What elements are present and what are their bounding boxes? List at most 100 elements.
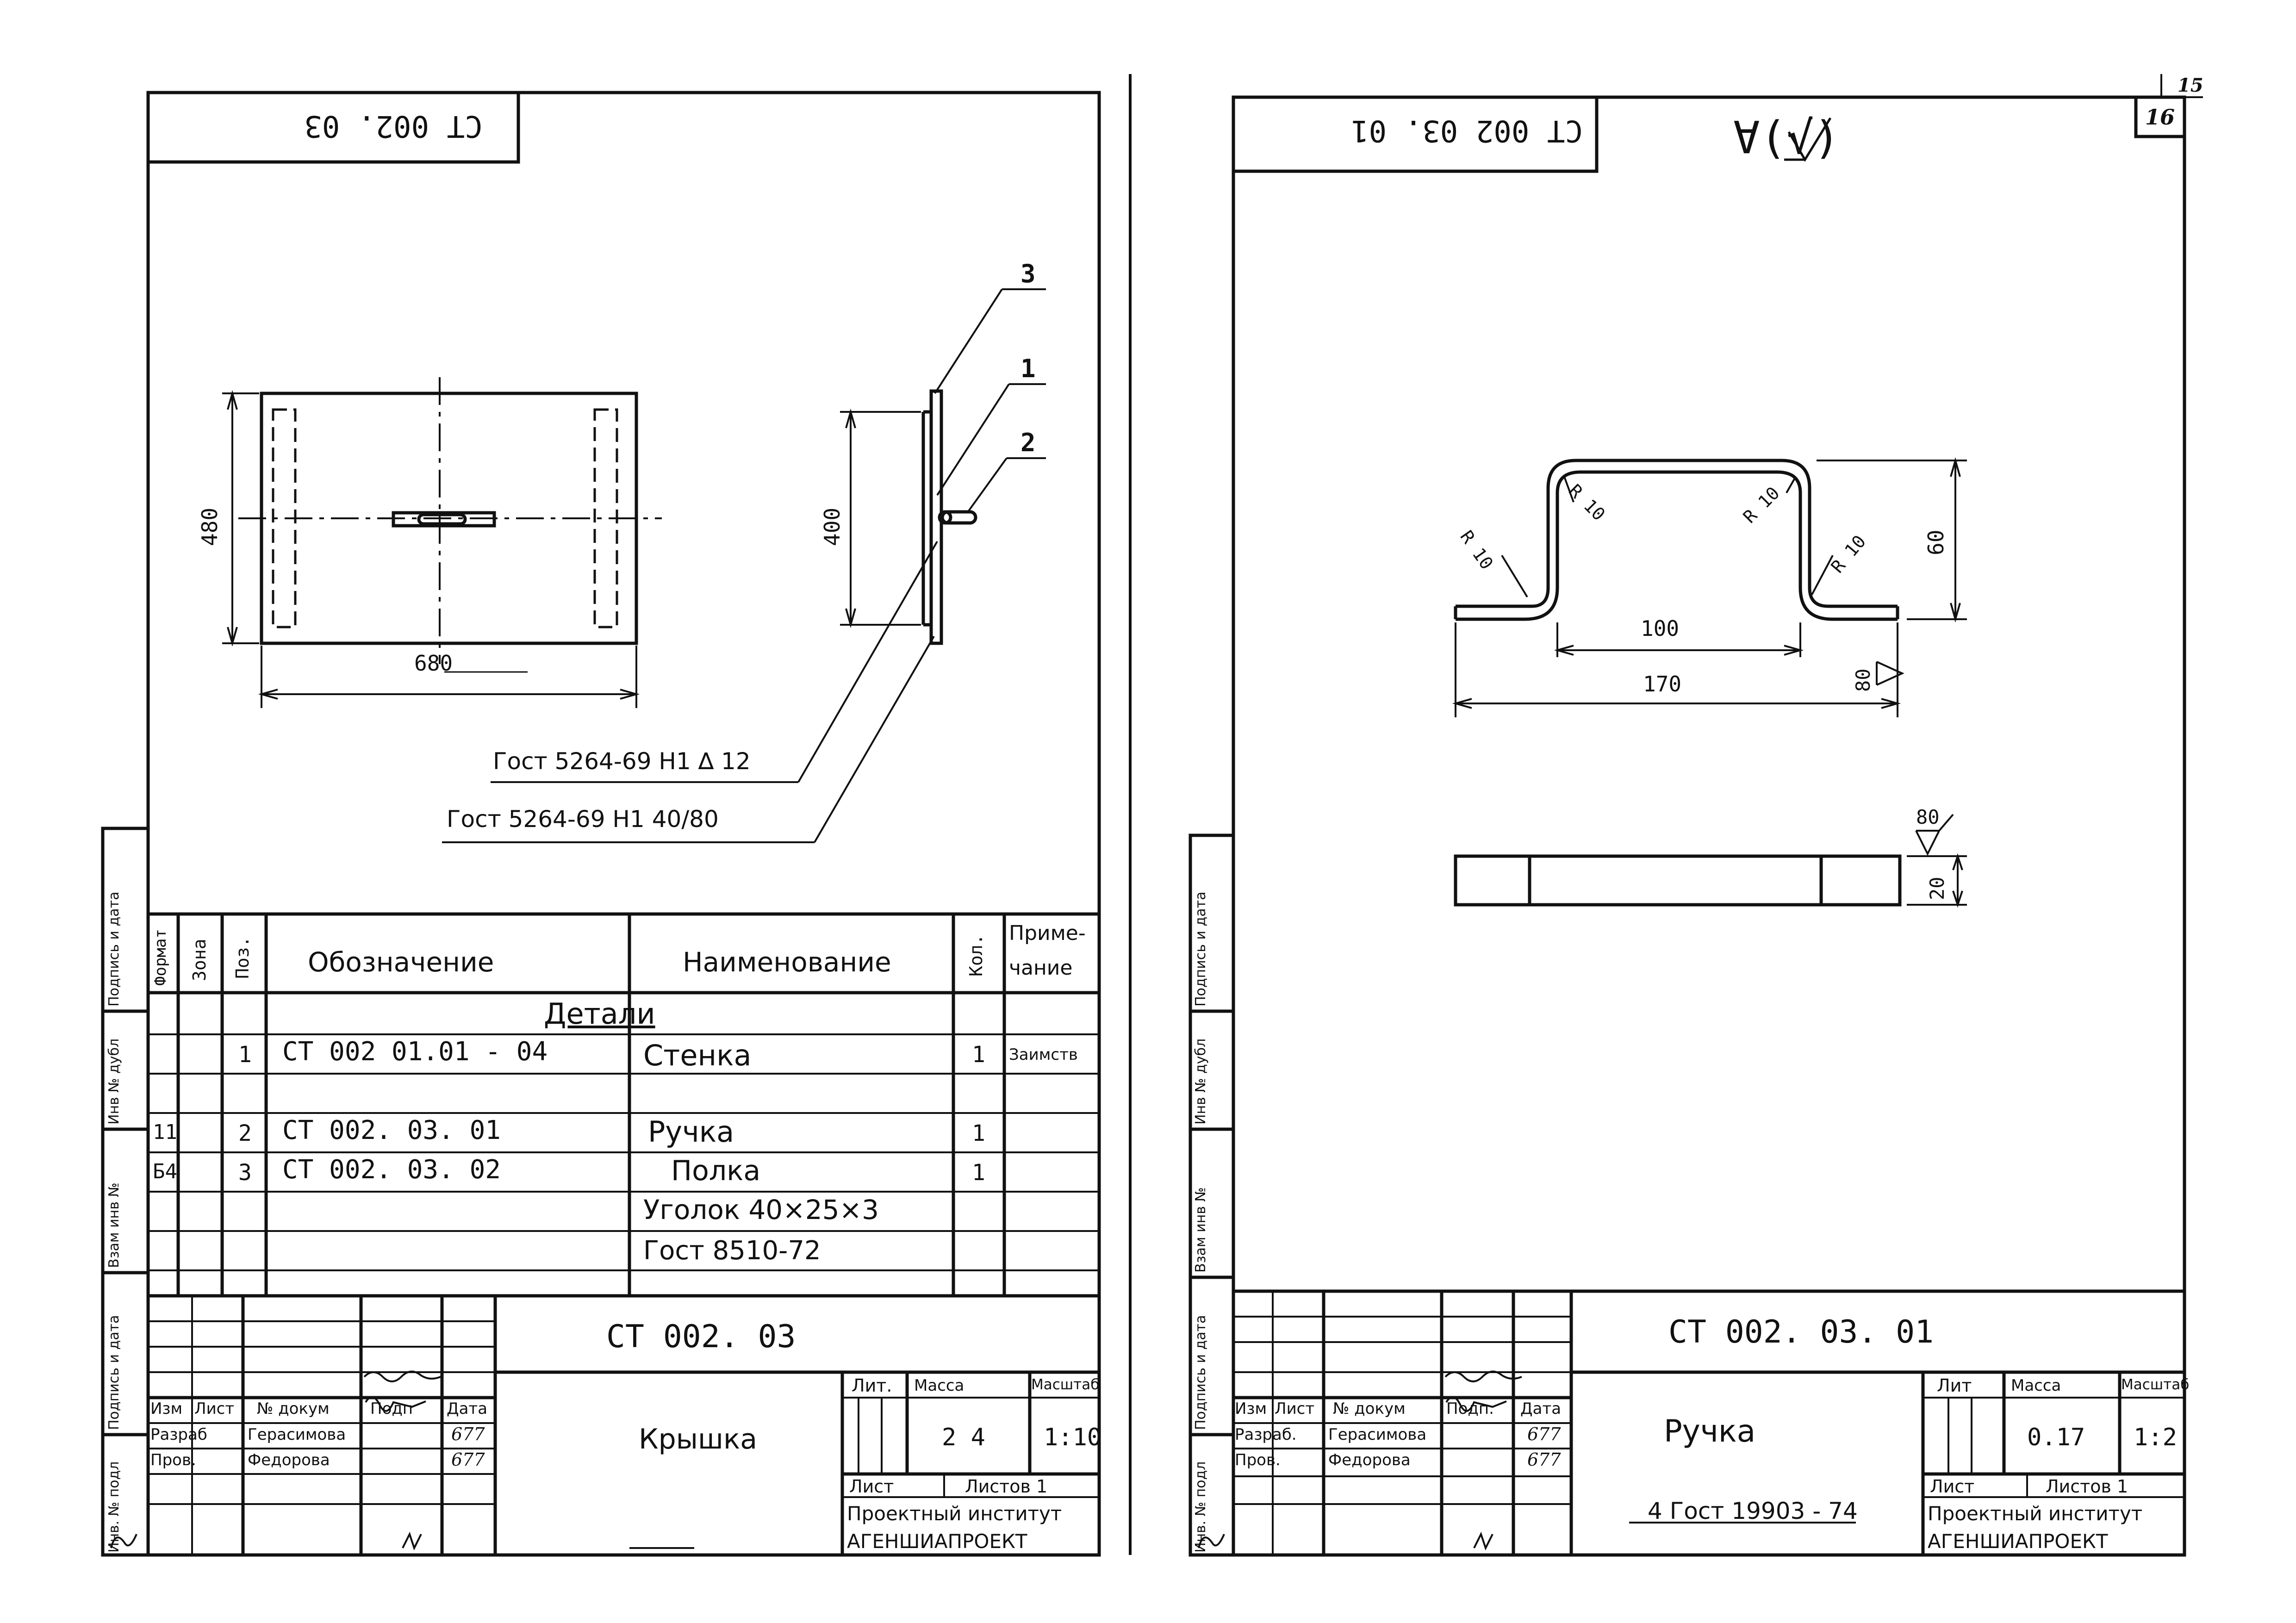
- left-org-2: АГЕНШИАПРОЕКТ: [847, 1530, 1027, 1553]
- dim-100: 100: [1641, 616, 1680, 641]
- left-masshtab: Масштаб: [1031, 1376, 1100, 1393]
- left-razrab-name: Герасимова: [248, 1425, 346, 1444]
- right-masshtab: Масштаб: [2121, 1376, 2190, 1393]
- right-rotated-code: СТ 002 03. 01: [1351, 113, 1583, 148]
- right-stamp-podpis-1: Подпись и дата: [1193, 1315, 1209, 1430]
- left-rotated-code: СТ 002. 03: [304, 109, 483, 143]
- spec-header-qty: Кол.: [966, 934, 986, 976]
- row4-format: Б4: [153, 1160, 177, 1183]
- spec-section-title: Детали: [544, 997, 655, 1031]
- dim-170: 170: [1643, 672, 1682, 696]
- left-massa-value: 2 4: [942, 1424, 985, 1451]
- dim-480: 480: [197, 507, 222, 546]
- right-massa: Масса: [2011, 1376, 2061, 1395]
- right-prov-date: 677: [1527, 1449, 1561, 1470]
- right-prov-name: Федорова: [1328, 1451, 1411, 1469]
- right-stamp-dubl: Инв № дубл: [1193, 1038, 1209, 1125]
- left-col-data: Дата: [447, 1399, 488, 1418]
- left-sheet: Лист: [849, 1476, 894, 1497]
- spec-header-pos: Поз.: [232, 936, 253, 979]
- right-col-data: Дата: [1520, 1399, 1562, 1418]
- left-col-izm: Изм: [150, 1399, 183, 1418]
- rough-80-b: 80: [1916, 806, 1940, 828]
- row3-pos: 2: [238, 1120, 252, 1146]
- dim-20: 20: [1926, 877, 1948, 900]
- right-razrab-name: Герасимова: [1328, 1425, 1427, 1444]
- left-prov-date: 677: [451, 1449, 485, 1470]
- left-scale-value: 1:10: [1044, 1424, 1102, 1451]
- right-material: 4 Гост 19903 - 74: [1648, 1498, 1858, 1524]
- left-stamp-vzam: Взам инв №: [106, 1182, 122, 1268]
- right-col-podp: Подп.: [1446, 1399, 1494, 1418]
- row6-name: Гост 8510-72: [643, 1236, 821, 1266]
- left-callout-2: 2: [1020, 428, 1036, 457]
- row4-pos: 3: [238, 1160, 252, 1186]
- row4-qty: 1: [972, 1160, 985, 1186]
- roughness-mark: ∀(√): [1733, 112, 1841, 164]
- left-callout-1: 1: [1020, 354, 1036, 383]
- right-stamp-podpis-2: Подпись и дата: [1193, 891, 1209, 1007]
- left-col-list: Лист: [194, 1399, 235, 1418]
- spec-header-zone: Зона: [189, 939, 210, 981]
- row4-name: Полка: [671, 1155, 761, 1187]
- row5-name: Уголок 40×25×3: [643, 1194, 879, 1225]
- right-org-1: Проектный институт: [1928, 1502, 2143, 1525]
- row3-designation: СТ 002. 03. 01: [282, 1115, 501, 1145]
- spec-header-format: Формат: [151, 929, 170, 986]
- row3-format: 11: [153, 1120, 177, 1144]
- gost-note-1: Гост 5264-69 Н1 ∆ 12: [493, 748, 751, 775]
- right-stamp-inv-podl: Инв. № подл: [1193, 1461, 1209, 1553]
- row1-note: Заимств: [1009, 1045, 1078, 1064]
- right-razrab-date: 677: [1527, 1424, 1561, 1444]
- left-org-1: Проектный институт: [847, 1502, 1062, 1525]
- spec-header-note-2: чание: [1009, 956, 1073, 980]
- row1-qty: 1: [972, 1042, 985, 1068]
- right-massa-value: 0.17: [2027, 1424, 2085, 1451]
- left-prov-name: Федорова: [248, 1451, 330, 1469]
- left-title-code: СТ 002. 03: [606, 1318, 796, 1355]
- left-stamp-podpis-1: Подпись и дата: [106, 1315, 122, 1430]
- right-lit: Лит: [1937, 1375, 1972, 1396]
- right-prov-label: Пров.: [1235, 1451, 1281, 1469]
- rough-80-a: 80: [1852, 668, 1874, 692]
- right-sheet: Лист: [1930, 1476, 1975, 1497]
- left-stamp-podpis-2: Подпись и дата: [106, 891, 122, 1007]
- left-title-name: Крышка: [639, 1423, 757, 1455]
- left-massa: Масса: [914, 1376, 964, 1395]
- row4-designation: СТ 002. 03. 02: [282, 1155, 501, 1185]
- right-col-list: Лист: [1275, 1399, 1315, 1418]
- left-sheets: Листов 1: [965, 1476, 1048, 1497]
- dim-680: 680: [414, 651, 453, 676]
- spec-header-note-1: Приме-: [1009, 921, 1086, 945]
- left-razrab-label: Разраб: [150, 1425, 207, 1444]
- corner-number-15: 15: [2178, 75, 2203, 96]
- left-razrab-date: 677: [451, 1424, 485, 1444]
- row3-name: Ручка: [648, 1115, 734, 1149]
- right-col-doc: № докум: [1333, 1399, 1406, 1418]
- spec-header-name: Наименование: [683, 946, 891, 978]
- left-col-podp: Подп: [370, 1399, 413, 1418]
- row1-pos: 1: [238, 1042, 252, 1068]
- right-title-name: Ручка: [1664, 1413, 1756, 1449]
- left-col-doc: № докум: [257, 1399, 330, 1418]
- left-stamp-dubl: Инв № дубл: [106, 1038, 122, 1125]
- spec-header-designation: Обозначение: [308, 946, 494, 978]
- dim-60: 60: [1923, 529, 1948, 555]
- right-org-2: АГЕНШИАПРОЕКТ: [1928, 1530, 2108, 1553]
- left-callout-3: 3: [1020, 259, 1036, 288]
- right-col-izm: Изм: [1235, 1399, 1267, 1418]
- row1-designation: СТ 002 01.01 - 04: [282, 1037, 548, 1067]
- right-razrab-label: Разраб.: [1235, 1425, 1297, 1444]
- row1-name: Стенка: [643, 1038, 752, 1072]
- left-stamp-inv-podl: Инв. № подл: [106, 1461, 122, 1553]
- right-stamp-vzam: Взам инв №: [1193, 1187, 1209, 1273]
- row3-qty: 1: [972, 1120, 985, 1146]
- right-scale-value: 1:2: [2134, 1424, 2177, 1451]
- gost-note-2: Гост 5264-69 Н1 40/80: [447, 806, 719, 833]
- left-lit: Лит.: [852, 1375, 892, 1396]
- corner-number-16: 16: [2145, 105, 2175, 130]
- right-sheets: Листов 1: [2046, 1476, 2128, 1497]
- left-prov-label: Пров.: [150, 1451, 196, 1469]
- dim-400: 400: [820, 507, 845, 546]
